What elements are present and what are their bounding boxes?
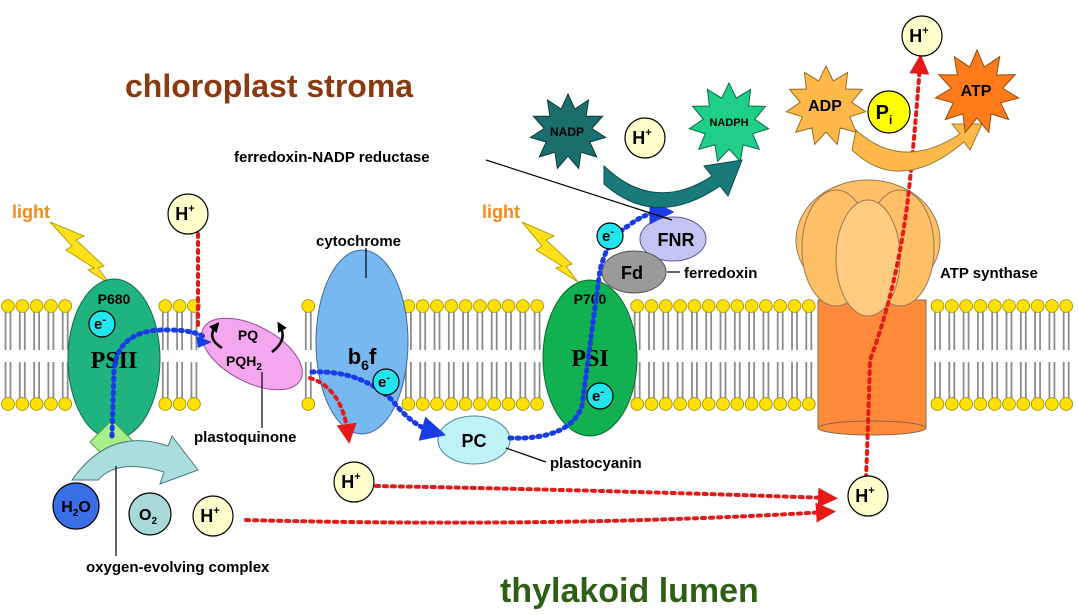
fnr-name: FNR bbox=[658, 230, 695, 250]
pqh2-main: PQH bbox=[226, 353, 256, 369]
proton-h-plus: H+ bbox=[333, 461, 375, 503]
nadph-label: NADPH bbox=[709, 117, 748, 129]
callout-lines bbox=[115, 159, 680, 556]
stroma-title: chloroplast stroma bbox=[125, 68, 413, 104]
electron-icon: e- bbox=[88, 310, 116, 338]
plastocyanin-label: plastocyanin bbox=[550, 455, 642, 472]
pq-label: PQ bbox=[238, 327, 258, 343]
plastocyanin: PC bbox=[437, 415, 511, 465]
pi-label: Pi bbox=[876, 102, 893, 127]
proton-h-plus: H+ bbox=[901, 15, 943, 57]
nadp-label: NADP bbox=[550, 125, 584, 139]
water-split-arrow bbox=[71, 434, 199, 485]
atp-synthase-label: ATP synthase bbox=[940, 265, 1038, 282]
electron-icon: e- bbox=[372, 368, 400, 396]
cytochrome-label: cytochrome bbox=[316, 233, 401, 250]
fd-name: Fd bbox=[621, 263, 643, 283]
atp-label: ATP bbox=[961, 83, 992, 100]
lumen-title: thylakoid lumen bbox=[500, 572, 759, 610]
atp-synthase-stalk bbox=[817, 299, 927, 429]
svg-text:H2O: H2O bbox=[61, 499, 91, 519]
atp-synthase bbox=[795, 179, 941, 436]
proton-h-plus: H+ bbox=[847, 475, 889, 517]
pqh2-label: PQH2 bbox=[226, 353, 262, 373]
phosphate: Pi bbox=[867, 90, 911, 134]
svg-text:O2: O2 bbox=[139, 507, 157, 527]
pc-name: PC bbox=[461, 431, 486, 451]
light-label: light bbox=[482, 202, 520, 222]
electron-icon: e- bbox=[586, 382, 614, 410]
atp-arrow bbox=[851, 123, 983, 172]
nadph-arrow bbox=[603, 159, 743, 208]
electron-icon: e- bbox=[596, 222, 624, 250]
proton-h-plus: H+ bbox=[192, 495, 234, 537]
light-label: light bbox=[12, 202, 50, 222]
oec-label: oxygen-evolving complex bbox=[86, 559, 270, 576]
ferredoxin: Fd bbox=[601, 250, 667, 294]
nadp-star bbox=[529, 92, 607, 170]
psi-center: P700 bbox=[574, 291, 607, 307]
thylakoid-membrane bbox=[1, 299, 1073, 411]
proton-h-plus: H+ bbox=[624, 117, 666, 159]
ferredoxin-label: ferredoxin bbox=[684, 265, 757, 282]
lightning-icon bbox=[521, 221, 579, 283]
plastoquinone-label: plastoquinone bbox=[194, 429, 297, 446]
fnr-label: ferredoxin-NADP reductase bbox=[234, 149, 430, 166]
lightning-icon bbox=[49, 221, 111, 285]
psii-center: P680 bbox=[98, 291, 131, 307]
plastoquinone: PQ PQH2 bbox=[201, 317, 303, 391]
atp-star bbox=[934, 48, 1020, 134]
nadph-star bbox=[688, 81, 770, 163]
adp-label: ADP bbox=[808, 98, 842, 115]
pqh2-sub: 2 bbox=[256, 362, 262, 373]
proton-h-plus: H+ bbox=[167, 193, 209, 235]
b6f-name: b6f bbox=[348, 344, 377, 373]
electron-path bbox=[109, 199, 675, 441]
proton-path bbox=[196, 54, 930, 525]
adp-star bbox=[785, 64, 867, 146]
oxygen-molecule: O2 bbox=[128, 492, 172, 536]
water-molecule: H2O bbox=[52, 482, 100, 530]
fnr: FNR bbox=[639, 216, 707, 262]
